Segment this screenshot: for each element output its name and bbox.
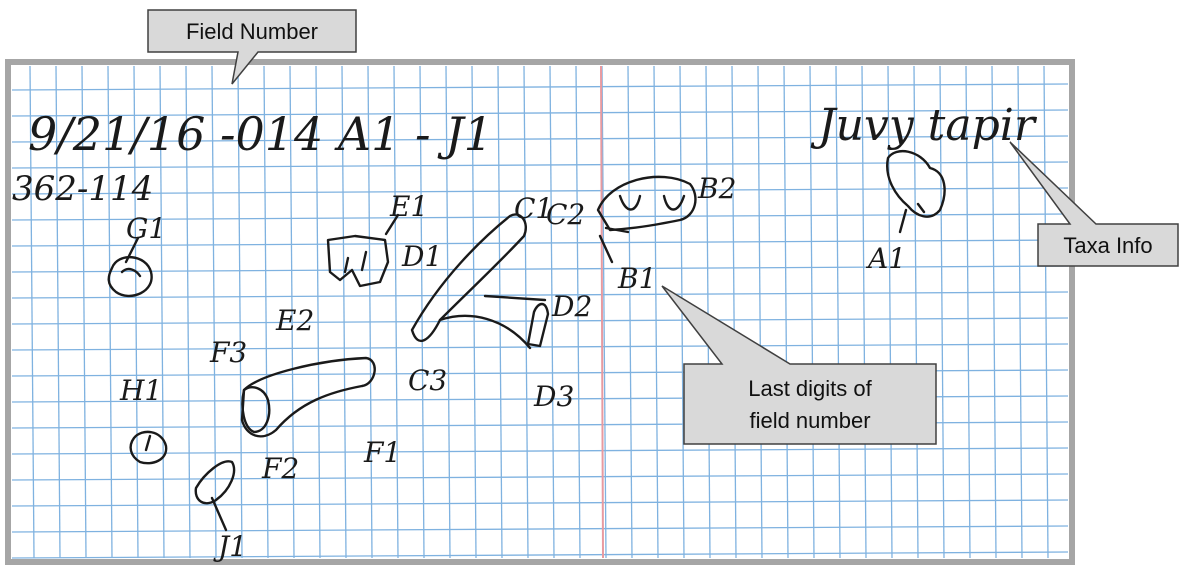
grid-line-vertical [55, 65, 61, 559]
grid-line-vertical [159, 65, 165, 559]
specimen-sketches [107, 149, 946, 532]
grid-line-vertical [315, 65, 321, 559]
specimen-label-b2: B2 [697, 172, 736, 205]
callout-last-digits-line2: field number [749, 408, 870, 433]
card-grid [11, 65, 1069, 559]
callout-field-number: Field Number [147, 9, 357, 85]
grid-line-vertical [861, 65, 867, 559]
grid-line-vertical [341, 65, 347, 559]
grid-line-vertical [471, 65, 477, 559]
grid-line-vertical [835, 65, 841, 559]
specimen-label-d2: D2 [551, 290, 592, 323]
grid-line-horizontal [11, 551, 1069, 559]
margin-line [600, 65, 604, 559]
callout-last-digits-line1: Last digits of [748, 376, 872, 401]
grid-line-vertical [81, 65, 87, 559]
specimen-label-e2: E2 [275, 304, 314, 337]
grid-line-vertical [939, 65, 945, 559]
grid-line-vertical [237, 65, 243, 559]
handwritten-locality: 362-114 [12, 169, 153, 209]
callout-taxa-info: Taxa Info [1009, 141, 1179, 267]
grid-line-horizontal [11, 291, 1069, 299]
grid-line-vertical [393, 65, 399, 559]
grid-line-vertical [107, 65, 113, 559]
callout-field-number-label: Field Number [186, 19, 318, 44]
specimen-label-f3: F3 [209, 336, 247, 369]
grid-line-vertical [549, 65, 555, 559]
grid-line-vertical [367, 65, 373, 559]
grid-line-horizontal [11, 109, 1069, 117]
grid-line-horizontal [11, 499, 1069, 507]
specimen-label-c3: C3 [408, 364, 447, 397]
grid-line-horizontal [11, 213, 1069, 221]
grid-line-horizontal [11, 161, 1069, 169]
grid-line-vertical [133, 65, 139, 559]
grid-line-vertical [211, 65, 217, 559]
grid-line-vertical [991, 65, 997, 559]
specimen-label-g1: G1 [126, 212, 166, 245]
grid-line-vertical [523, 65, 529, 559]
grid-line-vertical [965, 65, 971, 559]
specimen-label-d1: D1 [401, 240, 442, 273]
grid-line-vertical [1017, 65, 1023, 559]
specimen-label-c1: C1 [514, 192, 553, 225]
grid-line-horizontal [11, 473, 1069, 481]
specimen-label-h1: H1 [119, 374, 162, 407]
grid-line-vertical [185, 65, 191, 559]
grid-line-vertical [1043, 65, 1049, 559]
specimen-label-e1: E1 [389, 190, 428, 223]
grid-line-vertical [29, 65, 35, 559]
handwritten-field-number: 9/21/16 -014 A1 - J1 [28, 107, 493, 161]
specimen-label-j1: J1 [213, 530, 247, 563]
grid-line-vertical [497, 65, 503, 559]
grid-line-vertical [263, 65, 269, 559]
specimen-label-f1: F1 [363, 436, 401, 469]
specimen-label-a1: A1 [865, 242, 906, 275]
grid-line-horizontal [11, 83, 1069, 91]
grid-line-vertical [887, 65, 893, 559]
grid-line-horizontal [11, 265, 1069, 273]
grid-line-horizontal [11, 239, 1069, 247]
specimen-label-d3: D3 [533, 380, 574, 413]
specimen-label-b1: B1 [617, 262, 656, 295]
specimen-label-f2: F2 [261, 452, 299, 485]
handwritten-taxa: Juvy tapir [810, 100, 1038, 151]
grid-line-vertical [913, 65, 919, 559]
specimen-label-c2: C2 [546, 198, 585, 231]
callout-last-digits: Last digits of field number [661, 285, 937, 445]
grid-line-horizontal [11, 187, 1069, 195]
grid-line-vertical [289, 65, 295, 559]
callout-taxa-info-label: Taxa Info [1063, 233, 1152, 258]
grid-line-horizontal [11, 447, 1069, 455]
grid-line-vertical [575, 65, 581, 559]
grid-line-horizontal [11, 135, 1069, 143]
grid-line-horizontal [11, 525, 1069, 533]
grid-line-horizontal [11, 317, 1069, 325]
